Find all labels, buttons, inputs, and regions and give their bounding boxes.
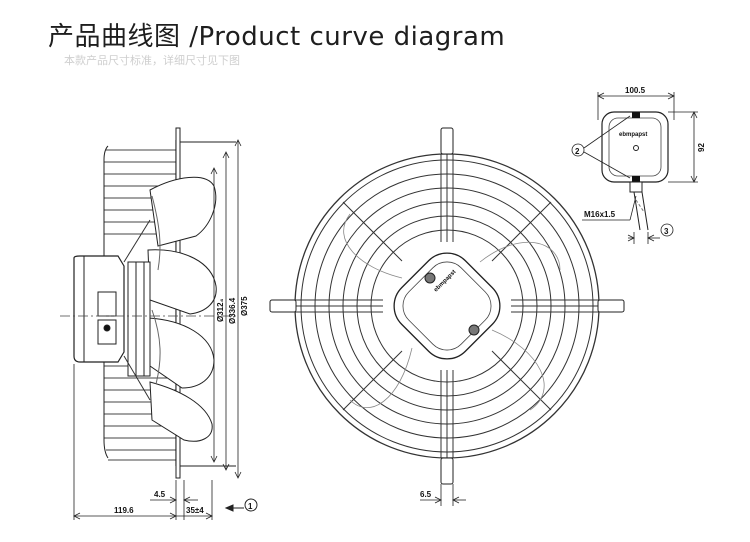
front-view: ebmpapst 6.5 bbox=[269, 127, 625, 506]
dim-dia-312: Ø312₄ bbox=[216, 298, 225, 322]
slot-dimension bbox=[420, 484, 466, 506]
callout-3: 3 bbox=[664, 227, 669, 236]
callout-1: 1 bbox=[248, 502, 253, 511]
guard-struts bbox=[293, 152, 601, 460]
dim-cable-gland: M16x1.5 bbox=[584, 210, 616, 219]
dim-slot-6-5: 6.5 bbox=[420, 490, 432, 499]
cable-dimension bbox=[627, 223, 674, 244]
box-height-dimension bbox=[668, 111, 698, 183]
front-blades bbox=[343, 213, 561, 411]
motor-square bbox=[393, 252, 501, 360]
diameter-dimensions bbox=[210, 139, 242, 479]
page-title: 产品曲线图 /Product curve diagram bbox=[48, 22, 506, 52]
dim-depth-119-6: 119.6 bbox=[114, 506, 134, 515]
page-subtitle: 本款产品尺寸标准，详细尺寸见下图 bbox=[64, 54, 240, 67]
dim-box-height: 92 bbox=[697, 143, 706, 152]
box-width-dimension bbox=[597, 92, 675, 120]
callout-2: 2 bbox=[575, 147, 580, 156]
depth-dimensions bbox=[73, 364, 213, 520]
airflow-arrow bbox=[224, 498, 258, 512]
side-view: Ø312₄ Ø336.4 Ø375 4.5 119.6 35±4 bbox=[60, 127, 258, 520]
box-brand-label: ebmpapst bbox=[619, 132, 647, 138]
mounting-tabs bbox=[269, 127, 625, 485]
callout-2-marker bbox=[571, 115, 631, 179]
dim-dia-336: Ø336.4 bbox=[228, 297, 237, 324]
dim-dia-375: Ø375 bbox=[240, 296, 249, 316]
dim-depth-35: 35±4 bbox=[186, 506, 204, 515]
dim-box-width: 100.5 bbox=[625, 86, 646, 95]
terminal-box-detail: ebmpapst 100.5 92 2 bbox=[571, 86, 706, 244]
dim-offset-4-5: 4.5 bbox=[154, 490, 166, 499]
side-blades bbox=[147, 176, 217, 442]
